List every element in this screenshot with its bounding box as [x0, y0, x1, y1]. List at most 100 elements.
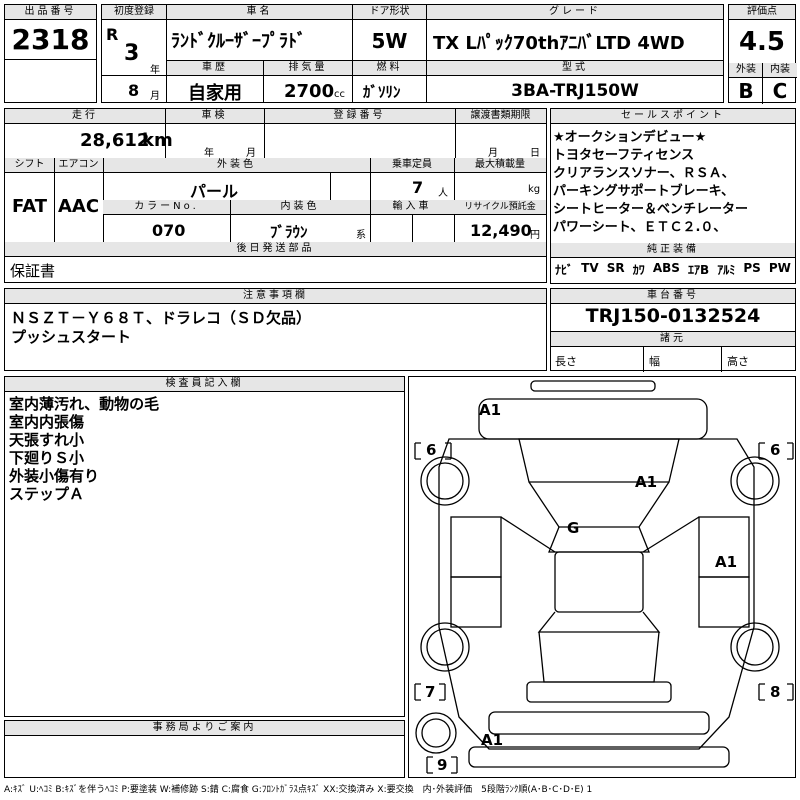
first-reg-era: R	[106, 25, 119, 44]
car-name: ﾗﾝﾄﾞｸﾙｰｻﾞｰﾌﾟﾗﾄﾞ	[171, 31, 306, 52]
dims-width: 幅	[649, 355, 660, 368]
tire-depth: 8	[770, 683, 781, 701]
later-parts-value: 保証書	[10, 262, 56, 280]
tire-depth: 6	[426, 441, 437, 459]
fuel-cell: 燃料 ｶﾞｿﾘﾝ	[352, 60, 427, 103]
inspector-list: 室内薄汚れ、動物の毛室内内張傷天張すれ小下廻りＳ小外装小傷有りステップＡ	[9, 395, 159, 503]
inspection-year-unit: 年	[204, 148, 214, 159]
sales-point-line: パワーシート、ＥＴＣ２.０、	[553, 220, 727, 235]
inspector-line: 外装小傷有り	[9, 467, 100, 485]
score-cell: 評価点 4.5 外装 内装 B C	[728, 4, 797, 104]
score-label: 評価点	[729, 5, 795, 20]
shift-value: FAT	[11, 196, 48, 217]
first-reg-cell: 初度登録 R 3 年 8 月	[101, 4, 167, 103]
equipment-item: ｱﾙﾐ	[717, 263, 736, 277]
damage-mark: A1	[715, 553, 738, 571]
first-reg-year: 3	[124, 41, 140, 66]
grade-cell: グレード TX Lﾊﾟｯｸ70thｱﾆﾊﾞLTD 4WD	[426, 4, 724, 61]
score-ext: B	[738, 79, 754, 103]
notes-cell: 注意事項欄 ＮＳＺＴ－Ｙ６８Ｔ、ドラレコ（ＳＤ欠品）プッシュスタート	[4, 288, 547, 371]
equipment-item: ｶﾜ	[632, 263, 645, 277]
fuel-value: ｶﾞｿﾘﾝ	[363, 83, 401, 101]
tire-depth: 9	[437, 756, 448, 774]
door-value: 5W	[371, 29, 408, 53]
dims-label: 諸元	[551, 331, 795, 347]
lot-label: 出品番号	[5, 5, 96, 20]
model-label: 型式	[427, 61, 723, 76]
sales-point-line: パーキングサポートブレーキ、	[553, 184, 735, 199]
first-reg-month-unit: 月	[150, 91, 160, 102]
int-color-suffix: 系	[356, 230, 366, 241]
first-reg-label: 初度登録	[102, 5, 166, 20]
inspector-label: 検査員記入欄	[5, 377, 404, 392]
recycle-unit: 円	[530, 230, 540, 241]
door-label: ドア形状	[353, 5, 426, 20]
model-value: 3BA-TRJ150W	[511, 81, 639, 101]
score-int-label: 内装	[763, 63, 797, 78]
max-load-unit: kg	[528, 184, 541, 195]
grade-label: グレード	[427, 5, 723, 20]
equipment-item: PS	[743, 261, 761, 275]
legend: A:ｷｽﾞ U:ﾍｺﾐ B:ｷｽﾞを伴うﾍｺﾐ P:要塗装 W:補修跡 S:錆 …	[4, 785, 593, 795]
damage-mark: G	[567, 519, 580, 537]
first-reg-year-unit: 年	[150, 65, 160, 76]
inspector-line: 室内内張傷	[9, 413, 85, 431]
damage-mark: A1	[479, 401, 502, 419]
equipment-item: TV	[581, 261, 599, 275]
sales-points-list: ★オークションデビュー★ トヨタセーフティセンスクリアランスソナー、ＲＳＡ、パーキ…	[553, 129, 748, 237]
sales-point-line: ★オークションデビュー★	[553, 130, 707, 145]
notes-list: ＮＳＺＴ－Ｙ６８Ｔ、ドラレコ（ＳＤ欠品）プッシュスタート	[11, 309, 311, 347]
capacity-label: 乗車定員	[370, 158, 454, 173]
sales-point-line: クリアランスソナー、ＲＳＡ、	[553, 166, 735, 181]
history-cell: 車歴 自家用	[166, 60, 264, 104]
spec-block	[4, 108, 547, 283]
inspector-line: 下廻りＳ小	[9, 449, 85, 467]
inspection-label: 車検	[165, 109, 264, 124]
displacement-cell: 排気量 2700 cc	[263, 60, 353, 103]
score-value: 4.5	[738, 27, 786, 57]
ext-color-value: パール	[190, 182, 239, 201]
int-color-label: 内装色	[230, 200, 370, 215]
equipment-label: 純正装備	[551, 243, 795, 258]
car-diagram-svg	[414, 380, 794, 774]
chassis-label: 車台番号	[551, 289, 795, 304]
shift-label: シフト	[5, 158, 54, 173]
history-label: 車歴	[167, 61, 263, 76]
sales-points-cell: セールスポイント ★オークションデビュー★ トヨタセーフティセンスクリアランスソナ…	[550, 108, 796, 284]
dims-length: 長さ	[555, 355, 577, 368]
lot-blank	[4, 59, 97, 103]
color-no-value: 070	[152, 221, 186, 240]
equipment-item: ｴｱB	[688, 263, 710, 277]
inspector-line: 室内薄汚れ、動物の毛	[9, 395, 160, 413]
chassis-cell: 車台番号 TRJ150-0132524 諸元 長さ 幅 高さ	[550, 288, 796, 372]
car-name-label: 車名	[167, 5, 352, 20]
sales-point-line: トヨタセーフティセンス	[553, 148, 695, 163]
int-color-value: ﾌﾞﾗｳﾝ	[270, 223, 308, 241]
tire-depth: 6	[770, 441, 781, 459]
door-cell: ドア形状 5W	[352, 4, 427, 61]
displacement-unit: cc	[334, 89, 345, 100]
lot-number: 2318	[11, 23, 90, 56]
displacement-label: 排気量	[264, 61, 352, 76]
car-name-cell: 車名 ﾗﾝﾄﾞｸﾙｰｻﾞｰﾌﾟﾗﾄﾞ	[166, 4, 353, 61]
transfer-day-unit: 日	[530, 148, 540, 159]
score-int: C	[772, 79, 788, 103]
damage-mark: A1	[635, 473, 658, 491]
chassis-value: TRJ150-0132524	[585, 305, 761, 327]
capacity-unit: 人	[438, 188, 448, 199]
score-ext-label: 外装	[729, 63, 763, 78]
mileage-value: 28,612	[80, 130, 150, 151]
history-value: 自家用	[188, 83, 242, 104]
inspection-month-unit: 月	[246, 148, 256, 159]
reg-no-label: 登録番号	[264, 109, 455, 124]
recycle-value: 12,490	[470, 221, 532, 240]
max-load-label: 最大積載量	[454, 158, 546, 173]
dims-height: 高さ	[727, 355, 749, 368]
first-reg-month: 8	[128, 81, 140, 100]
ext-color-label: 外装色	[103, 158, 370, 173]
tire-depth: 7	[425, 683, 436, 701]
sales-points-label: セールスポイント	[551, 109, 795, 124]
car-diagram: A1 A1 G A1 A1 6 6 7 8 9	[408, 376, 796, 778]
office-cell: 事務局よりご案内	[4, 720, 405, 778]
